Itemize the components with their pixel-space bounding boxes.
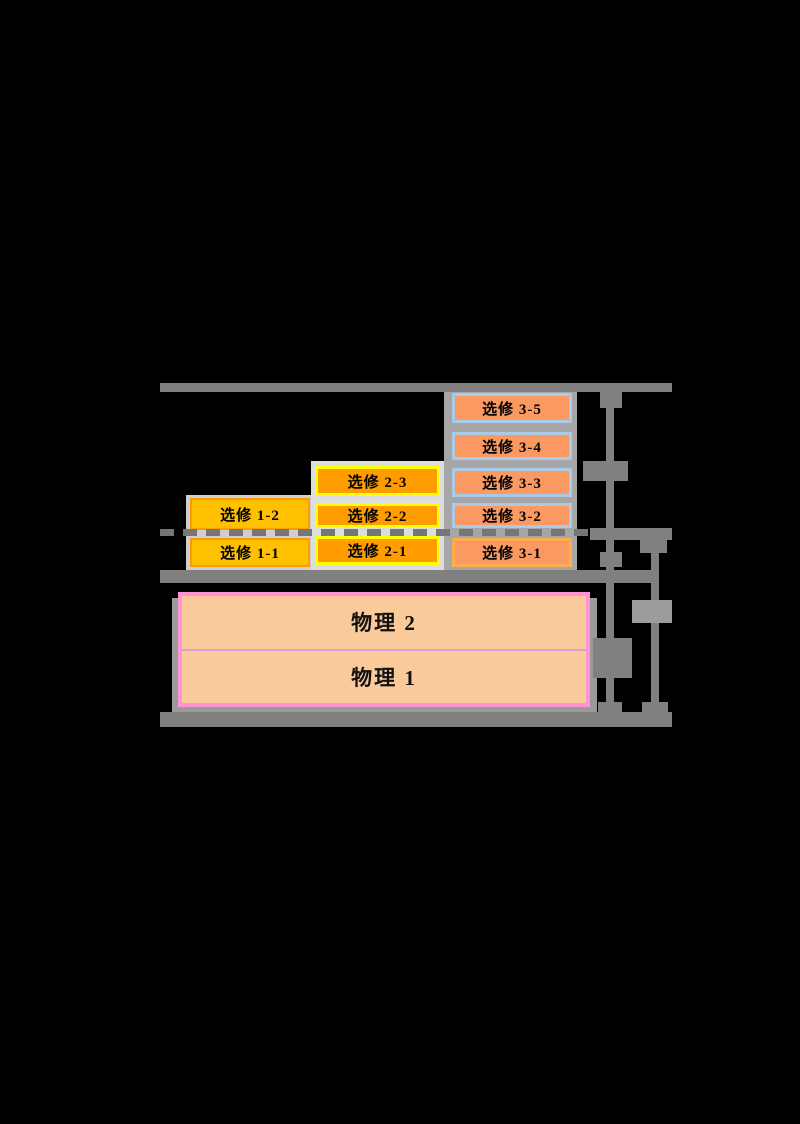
- compulsory-course-physics-2: 物理 2: [351, 611, 417, 636]
- dimension-line-1: [606, 390, 614, 712]
- bottom-boundary-bar: [160, 712, 672, 727]
- dashed-threshold-line: [160, 529, 590, 536]
- blurred-label-upper: [583, 461, 628, 481]
- elective-box-3-4: 选修 3-4: [452, 432, 572, 460]
- middle-boundary-bar: [160, 570, 656, 583]
- dimension-line-1-top-tick: [600, 391, 622, 408]
- compulsory-module-group: 物理 2 物理 1: [178, 592, 590, 707]
- elective-box-2-2: 选修 2-2: [315, 503, 440, 528]
- top-boundary-bar: [160, 383, 672, 392]
- elective-box-3-1: 选修 3-1: [452, 538, 572, 567]
- elective-box-3-5: 选修 3-5: [452, 393, 572, 423]
- elective-box-3-2: 选修 3-2: [452, 503, 572, 528]
- dimension-line-1-bottom-tick: [598, 702, 622, 712]
- elective-box-2-1: 选修 2-1: [315, 536, 440, 565]
- compulsory-course-physics-1: 物理 1: [351, 665, 417, 690]
- elective-box-1-2: 选修 1-2: [190, 498, 310, 530]
- dimension-line-2: [651, 540, 659, 712]
- dimension-line-2-bottom-tick: [642, 702, 668, 712]
- elective-box-1-1: 选修 1-1: [190, 538, 310, 567]
- elective-box-3-3: 选修 3-3: [452, 468, 572, 497]
- dimension-line-1-mid-tick: [600, 552, 622, 567]
- compulsory-divider-line: [182, 648, 586, 651]
- elective-box-2-3: 选修 2-3: [315, 466, 440, 496]
- threshold-line-right-segment: [590, 528, 672, 540]
- dimension-line-2-top-tick: [640, 540, 667, 553]
- blurred-label-lower: [593, 638, 632, 678]
- blurred-label-middle: [632, 600, 672, 623]
